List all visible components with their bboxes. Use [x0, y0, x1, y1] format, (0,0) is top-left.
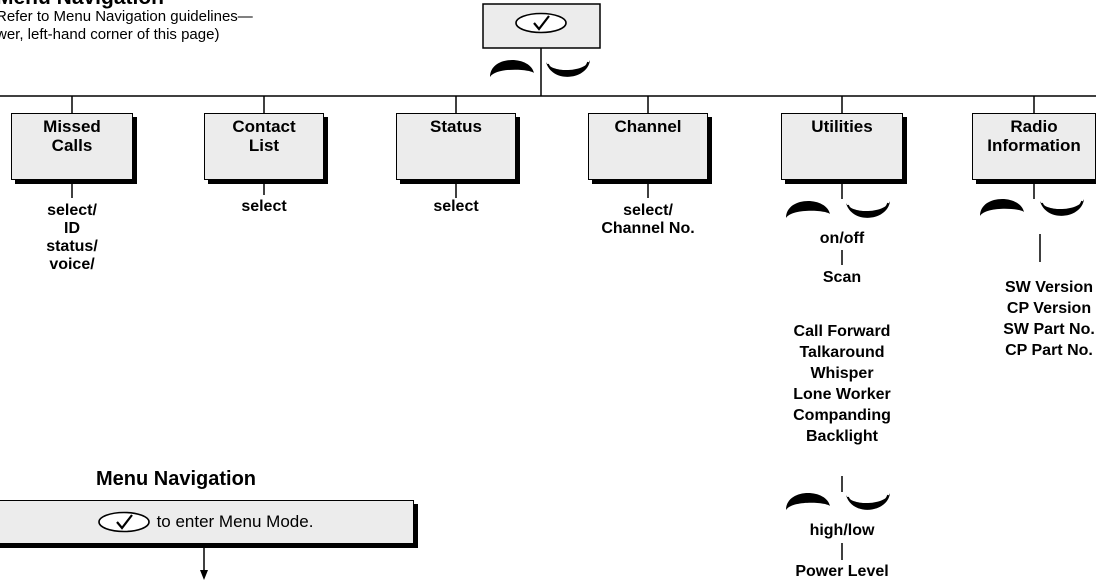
checkmark-oval-icon	[514, 12, 568, 34]
utilities-level-toggle-label: high/low	[809, 522, 875, 539]
utilities-scan-label: Scan	[822, 269, 862, 286]
menu-box-utilities: Utilities	[781, 113, 903, 180]
scroll-up-key-icon	[489, 59, 535, 78]
radio-info-up-key-icon	[979, 198, 1025, 217]
menu-navigation-title: Menu Navigation	[96, 468, 257, 490]
checkmark-oval-icon	[97, 511, 150, 533]
radio-information-list: SW Version CP Version SW Part No. CP Par…	[1003, 279, 1095, 359]
scroll-down-key-icon	[545, 59, 591, 78]
page-title-fragment: Menu Navigation	[0, 0, 164, 10]
guidelines-note: Refer to Menu Navigation guidelines— wer…	[0, 8, 253, 43]
backlight-up-key-icon	[785, 492, 831, 511]
channel-options: select/ Channel No.	[601, 202, 695, 237]
contact-list-option: select	[241, 198, 287, 215]
utilities-power-level-label: Power Level	[795, 563, 889, 580]
radio-info-down-key-icon	[1039, 198, 1085, 217]
utilities-down-key-icon	[845, 200, 891, 219]
status-option: select	[433, 198, 479, 215]
missed-calls-options: select/ ID status/ voice/	[46, 202, 98, 273]
utilities-feature-list: Call Forward Talkaround Whisper Lone Wor…	[793, 323, 891, 445]
menu-navigation-instruction-box: to enter Menu Mode.	[0, 500, 414, 544]
arrow-down-icon	[200, 570, 208, 580]
utilities-toggle-label: on/off	[819, 230, 865, 247]
menu-box-status: Status	[396, 113, 516, 180]
utilities-up-key-icon	[785, 200, 831, 219]
menu-box-channel: Channel	[588, 113, 708, 180]
menu-navigation-instruction: to enter Menu Mode.	[156, 512, 314, 531]
backlight-down-key-icon	[845, 492, 891, 511]
